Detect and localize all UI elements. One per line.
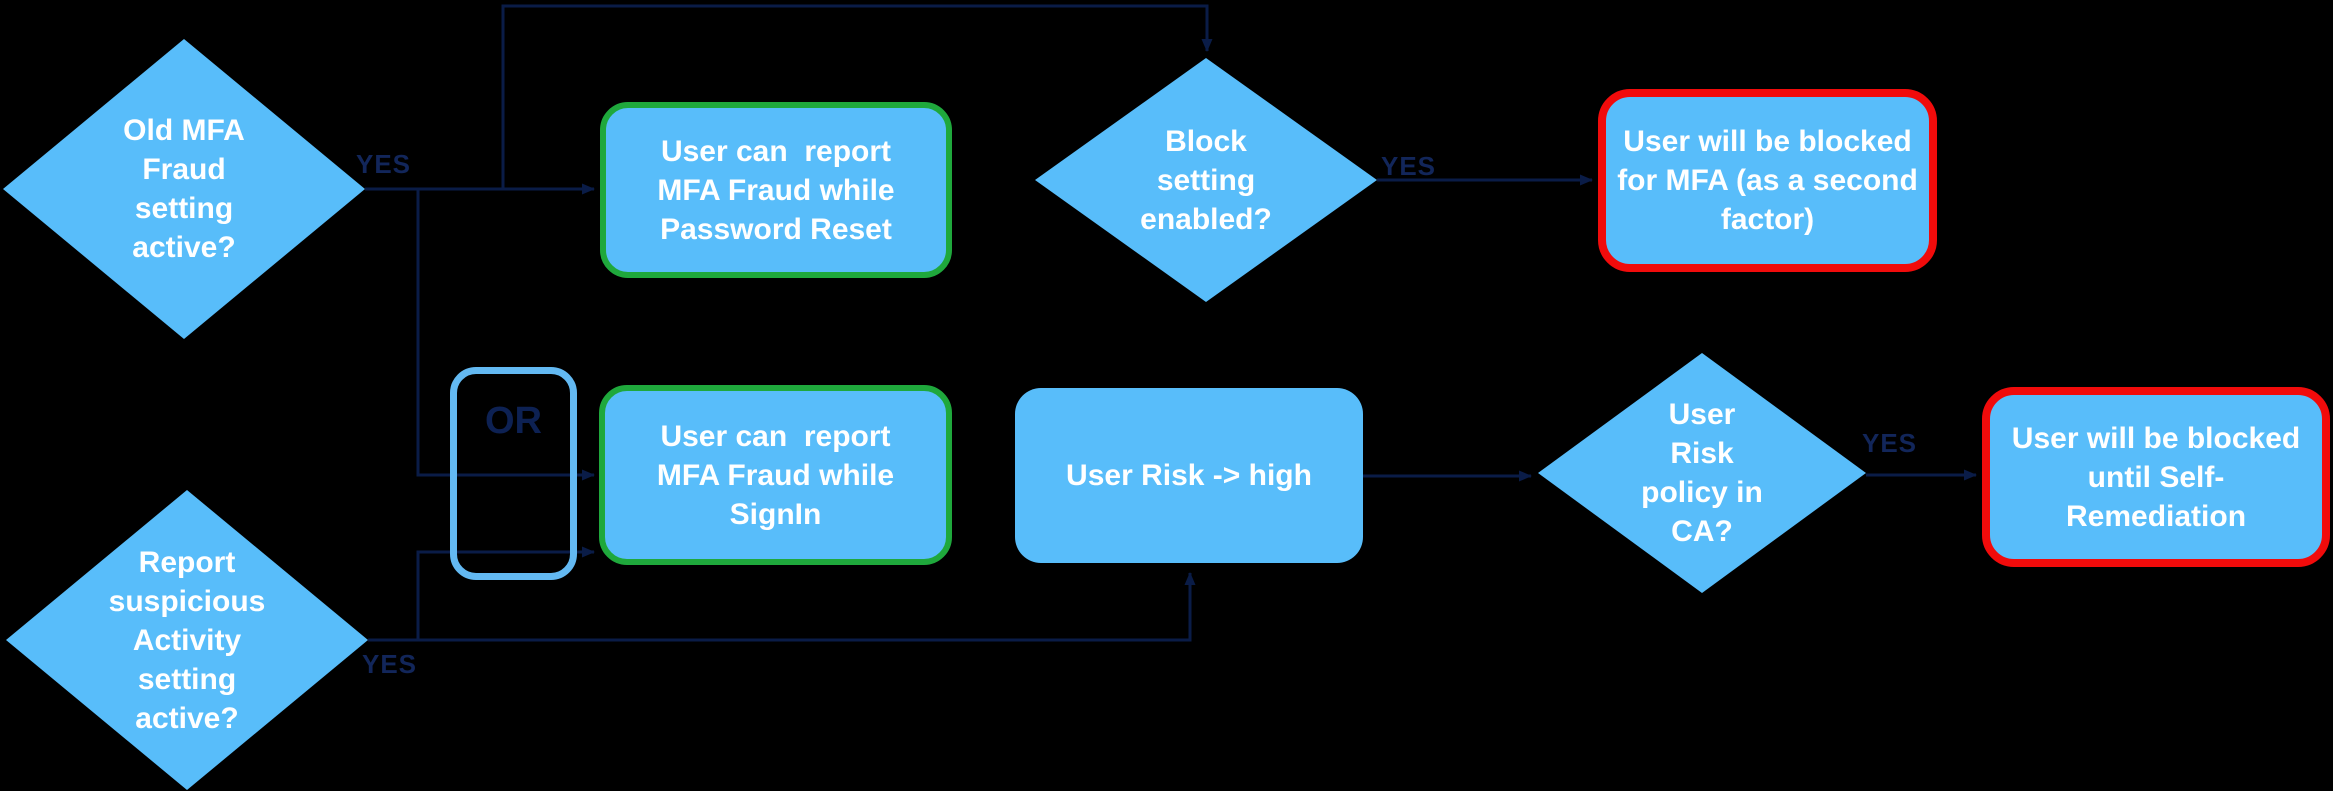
process-report-mfa-fraud-signin: User can report MFA Fraud while SignIn xyxy=(599,385,952,565)
edge-suspicious-up-to-signin xyxy=(416,546,595,640)
edge-oldmfa-down-to-signin xyxy=(416,189,595,481)
or-operator-box: OR xyxy=(450,367,577,580)
process-user-risk-high: User Risk -> high xyxy=(1015,388,1363,563)
edge-label-yes-block-setting: YES xyxy=(1381,151,1437,181)
process-report-mfa-fraud-password-reset: User can report MFA Fraud while Password… xyxy=(600,102,952,278)
outcome-blocked-until-self-remediation: User will be blocked until Self- Remedia… xyxy=(1982,387,2330,567)
edge-label-yes-user-risk-policy: YES xyxy=(1862,428,1918,458)
edge-top-route-to-block-setting xyxy=(501,4,1213,189)
edge-label-yes-old-mfa: YES xyxy=(356,149,412,179)
outcome-blocked-for-mfa: User will be blocked for MFA (as a secon… xyxy=(1598,89,1937,272)
edge-label-yes-report-suspicious: YES xyxy=(362,649,418,679)
edge-suspicious-yes-to-userrisk xyxy=(368,572,1196,642)
